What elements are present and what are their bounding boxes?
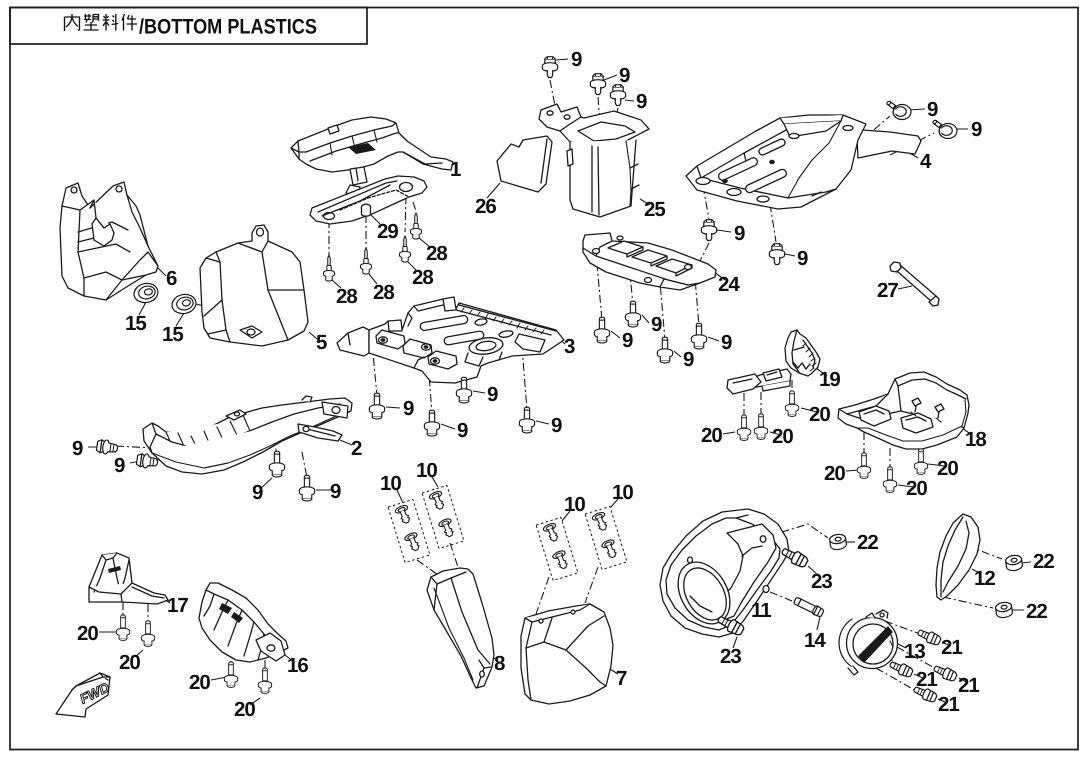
svg-text:21: 21 [938,693,959,716]
svg-text:9: 9 [683,348,694,371]
svg-text:28: 28 [373,281,394,304]
svg-text:22: 22 [857,531,878,554]
svg-text:2: 2 [351,437,362,460]
svg-text:9: 9 [403,397,414,420]
svg-text:/BOTTOM PLASTICS: /BOTTOM PLASTICS [139,16,317,39]
svg-text:9: 9 [252,481,263,504]
svg-text:25: 25 [644,198,665,221]
svg-text:20: 20 [701,424,722,447]
svg-text:9: 9 [551,414,562,437]
svg-text:20: 20 [189,671,210,694]
svg-text:20: 20 [772,425,793,448]
svg-text:10: 10 [612,481,633,504]
svg-text:7: 7 [616,667,627,690]
svg-text:9: 9 [619,64,630,87]
svg-text:27: 27 [877,279,898,302]
svg-text:9: 9 [797,247,808,270]
svg-text:14: 14 [804,629,826,652]
svg-text:21: 21 [941,636,962,659]
svg-text:18: 18 [965,428,986,451]
svg-text:9: 9 [457,419,468,442]
svg-text:15: 15 [125,312,146,335]
svg-text:9: 9 [734,222,745,245]
svg-text:28: 28 [336,285,357,308]
svg-text:9: 9 [571,48,582,71]
svg-text:16: 16 [287,654,308,677]
svg-text:20: 20 [824,462,845,485]
svg-text:13: 13 [904,640,925,663]
svg-text:4: 4 [920,150,932,173]
svg-text:9: 9 [651,313,662,336]
svg-text:28: 28 [412,266,433,289]
svg-text:10: 10 [564,493,585,516]
svg-text:8: 8 [494,652,505,675]
svg-text:9: 9 [72,437,83,460]
svg-text:23: 23 [811,570,832,593]
svg-text:28: 28 [426,242,447,265]
svg-text:9: 9 [971,118,982,141]
svg-text:10: 10 [380,472,401,495]
svg-text:3: 3 [564,335,575,358]
svg-text:5: 5 [316,331,327,354]
svg-text:9: 9 [927,98,938,121]
svg-text:20: 20 [77,622,98,645]
svg-text:10: 10 [416,459,437,482]
svg-text:26: 26 [475,195,496,218]
svg-text:1: 1 [450,158,461,181]
svg-text:9: 9 [721,331,732,354]
svg-text:22: 22 [1026,600,1047,623]
svg-text:9: 9 [487,383,498,406]
svg-text:24: 24 [718,273,740,296]
svg-text:12: 12 [974,567,995,590]
svg-text:29: 29 [377,220,398,243]
svg-text:20: 20 [906,477,927,500]
svg-text:20: 20 [937,457,958,480]
svg-text:15: 15 [162,323,183,346]
svg-text:9: 9 [330,480,341,503]
svg-text:22: 22 [1033,550,1054,573]
svg-text:9: 9 [636,90,647,113]
svg-text:11: 11 [751,599,771,622]
svg-text:21: 21 [916,668,937,691]
svg-text:19: 19 [819,368,840,391]
svg-text:17: 17 [167,594,188,617]
svg-text:20: 20 [809,403,830,426]
svg-text:20: 20 [234,698,255,721]
svg-text:9: 9 [622,329,633,352]
svg-text:9: 9 [114,454,125,477]
svg-text:6: 6 [166,267,177,290]
svg-text:23: 23 [720,645,741,668]
svg-text:21: 21 [958,674,979,697]
svg-text:20: 20 [119,651,140,674]
